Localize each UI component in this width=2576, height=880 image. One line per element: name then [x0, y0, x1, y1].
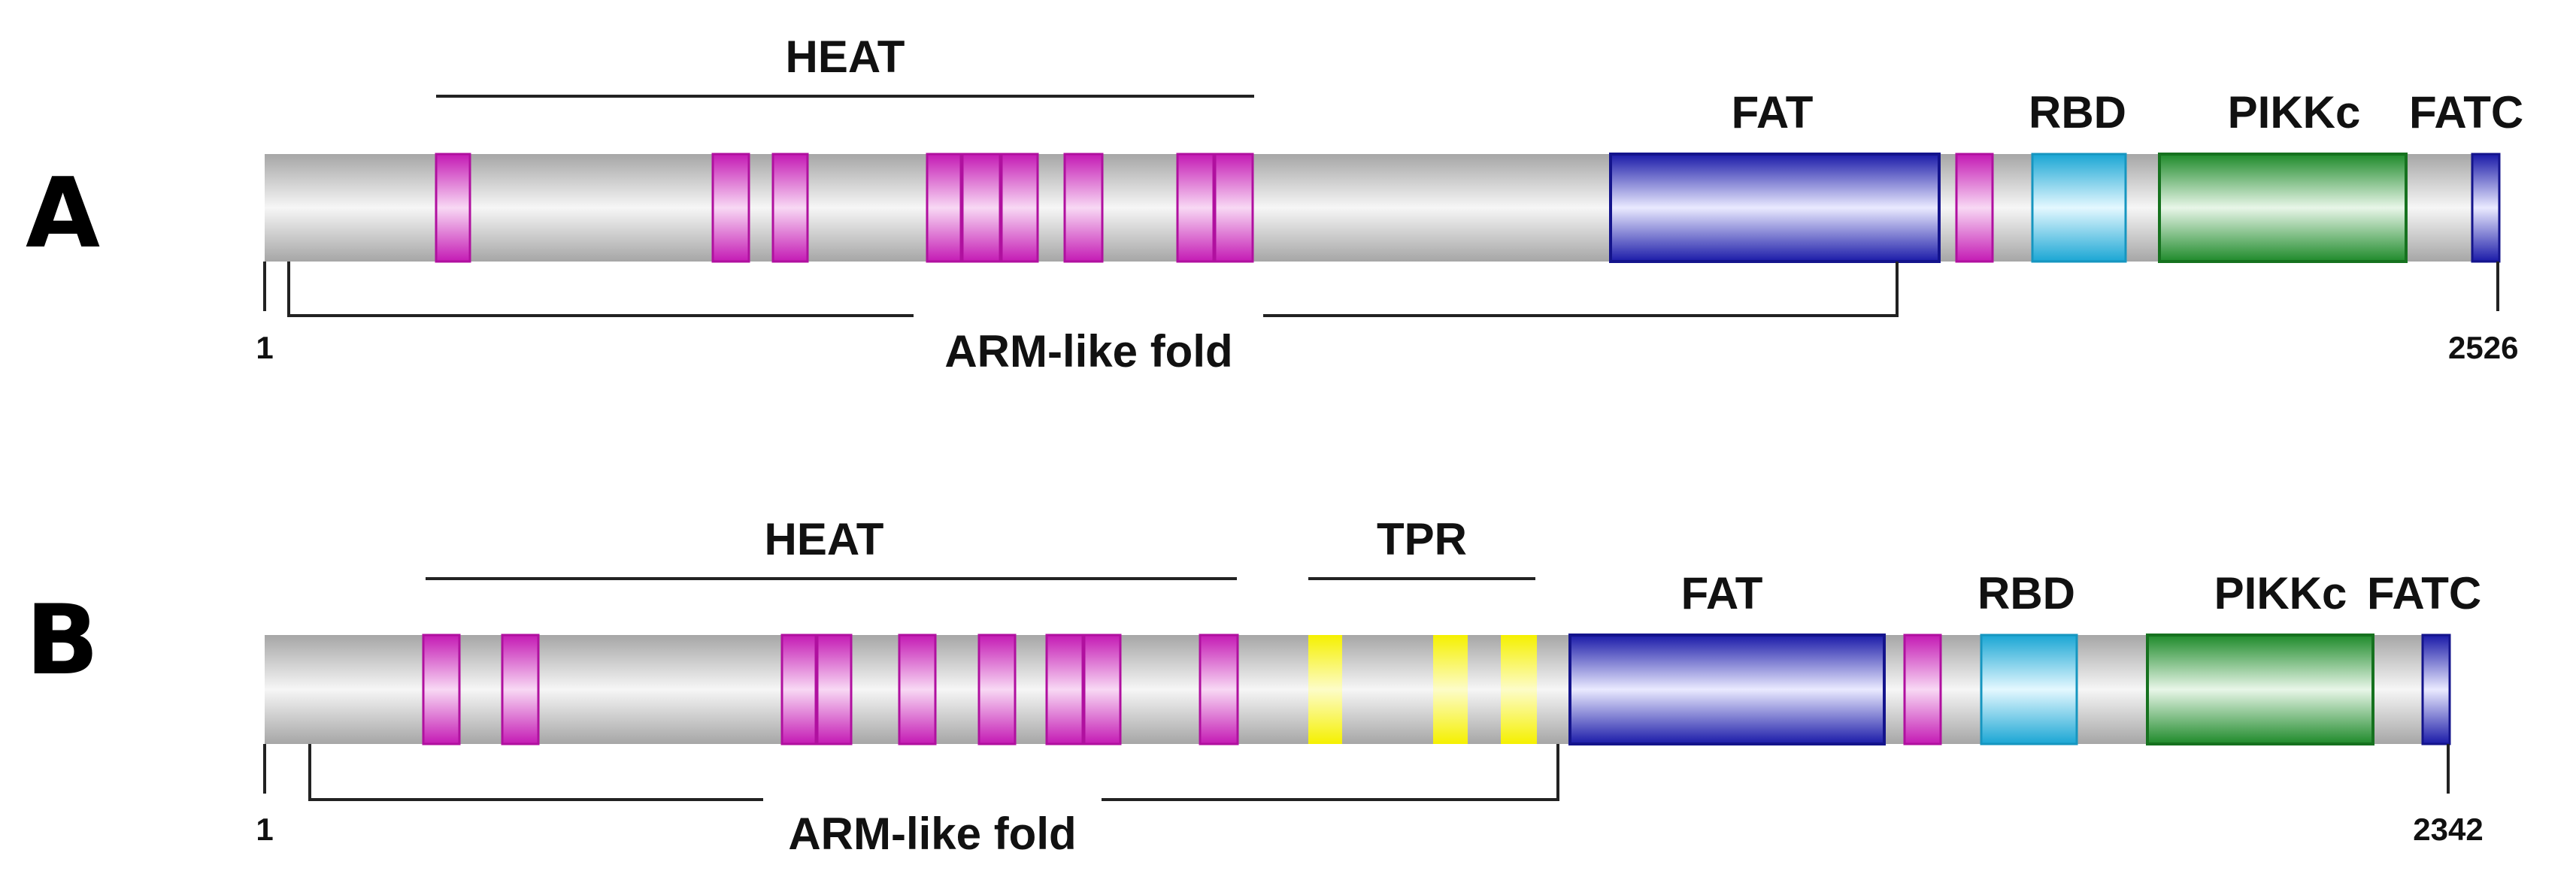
heat-repeat: [435, 153, 471, 263]
heat-repeat: [780, 634, 817, 745]
heat-repeat: [1083, 634, 1122, 745]
heat-repeat: [501, 634, 540, 745]
arm-bracket-left: [287, 262, 914, 317]
heat-repeat: [1045, 634, 1084, 745]
heat-repeat: [816, 634, 853, 745]
panel-label-b: B: [26, 585, 99, 697]
rbd-domain: [2031, 153, 2127, 263]
fat-label: FAT: [1732, 87, 1814, 138]
rbd-label: RBD: [2029, 87, 2126, 138]
heat-repeat: [977, 634, 1017, 745]
pikkc-label: PIKKc: [2214, 568, 2347, 618]
protein-backbone: [265, 635, 2450, 744]
fatc-domain: [2421, 634, 2451, 745]
rbd-label: RBD: [1977, 568, 2075, 618]
heat-repeat: [711, 153, 750, 263]
heat-label: HEAT: [765, 514, 884, 564]
arm-label: ARM-like fold: [944, 326, 1232, 376]
pikkc-domain: [2158, 153, 2408, 263]
fat-domain: [1609, 153, 1941, 263]
rbd-domain: [1980, 634, 2078, 745]
heat-repeat: [1000, 153, 1039, 263]
arm-bracket-right: [1102, 744, 1559, 801]
heat-repeat: [1176, 153, 1215, 263]
heat-repeat: [771, 153, 809, 263]
tpr-label: TPR: [1377, 514, 1467, 564]
protein-backbone: [265, 154, 2499, 262]
arm-label: ARM-like fold: [788, 809, 1076, 859]
arm-bracket-left: [308, 744, 763, 801]
heat-repeat: [961, 153, 1002, 263]
tpr-repeat: [1501, 635, 1537, 744]
panel-label-a: A: [26, 158, 100, 270]
heat-repeat: [1063, 153, 1104, 263]
pikkc-label: PIKKc: [2228, 87, 2361, 138]
tpr-repeat: [1433, 635, 1468, 744]
heat-repeat: [898, 634, 937, 745]
heat-repeat: [1214, 153, 1254, 263]
heat-repeat: [1199, 634, 1239, 745]
fatc-label: FATC: [2367, 568, 2481, 618]
panel-b: B HEAT TPR FAT RBD PIKKc FATC: [26, 514, 2484, 859]
start-position-label: 1: [256, 330, 273, 365]
end-position-label: 2526: [2448, 330, 2518, 365]
fat-label: FAT: [1681, 568, 1763, 618]
fat-domain: [1568, 634, 1886, 745]
heat-repeat: [1955, 153, 1994, 263]
heat-repeat: [422, 634, 461, 745]
heat-label: HEAT: [786, 32, 905, 82]
fatc-domain: [2471, 153, 2501, 263]
end-position-label: 2342: [2413, 812, 2483, 847]
panel-a: A HEAT FAT RBD PIKKc FATC 1: [26, 32, 2523, 376]
arm-bracket-right: [1263, 262, 1899, 317]
pikkc-domain: [2146, 634, 2374, 745]
fatc-label: FATC: [2409, 87, 2523, 138]
heat-repeat: [926, 153, 962, 263]
tpr-repeat: [1308, 635, 1342, 744]
heat-repeat: [1903, 634, 1942, 745]
start-position-label: 1: [256, 812, 273, 847]
